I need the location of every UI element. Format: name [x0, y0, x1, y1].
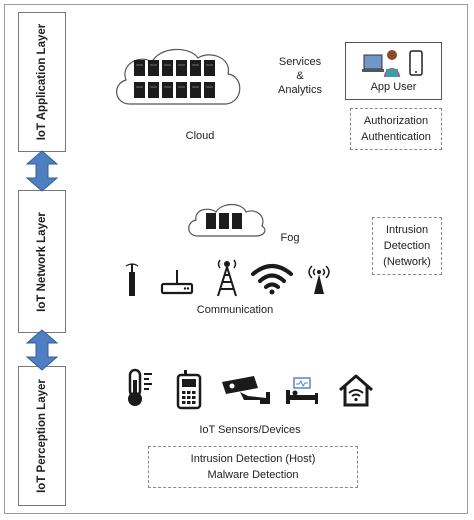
app-user-label: App User [370, 81, 417, 93]
user-with-phone-icon [362, 50, 423, 77]
antenna-icon [125, 263, 139, 296]
thermometer-icon [128, 368, 152, 406]
fog-cloud-icon [188, 203, 266, 237]
fog-label: Fog [280, 232, 300, 244]
hospital-bed-icon [286, 377, 318, 404]
perception-layer-label: IoT Perception Layer [36, 379, 48, 493]
diagram-frame [4, 4, 468, 514]
intrusion-network-box: Intrusion Detection (Network) [372, 217, 442, 275]
wifi-icon [251, 264, 293, 295]
security-camera-icon [222, 376, 270, 404]
perception-layer-box: IoT Perception Layer [18, 366, 66, 506]
communication-label: Communication [196, 304, 274, 316]
sensor-device-icon [176, 370, 202, 410]
intrusion-host-box: Intrusion Detection (Host) Malware Detec… [148, 446, 358, 488]
application-layer-box: IoT Application Layer [18, 12, 66, 152]
double-arrow-icon [25, 329, 59, 371]
iot-devices-label: IoT Sensors/Devices [199, 424, 301, 436]
wireless-antenna-icon [308, 265, 330, 294]
cloud-label: Cloud [185, 130, 215, 142]
network-layer-box: IoT Network Layer [18, 190, 66, 333]
router-icon [160, 270, 194, 295]
network-layer-label: IoT Network Layer [36, 211, 48, 312]
cell-tower-icon [217, 259, 237, 297]
auth-box: Authorization Authentication [350, 108, 442, 150]
cloud-icon [116, 48, 241, 105]
app-user-box: App User [345, 42, 442, 100]
double-arrow-icon [25, 150, 59, 192]
services-analytics-label: Services & Analytics [277, 56, 323, 96]
application-layer-label: IoT Application Layer [36, 23, 48, 141]
smart-home-icon [339, 374, 373, 407]
